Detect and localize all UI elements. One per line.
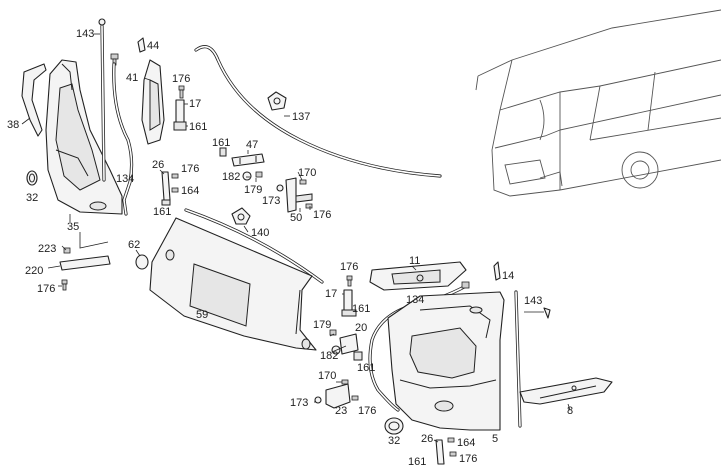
label-47: 47 xyxy=(246,139,258,151)
part-17-bracket-mid xyxy=(341,275,357,317)
label-8: 8 xyxy=(567,405,573,417)
part-17-bracket-top xyxy=(173,85,188,131)
label-176-f: 176 xyxy=(358,405,376,417)
part-44-clip xyxy=(137,37,146,53)
label-161-f: 161 xyxy=(408,456,426,468)
part-14-clip xyxy=(493,261,501,281)
part-32-grommet xyxy=(26,170,38,186)
label-20: 20 xyxy=(355,322,367,334)
label-17-a: 17 xyxy=(189,98,201,110)
label-176-g: 176 xyxy=(459,453,477,465)
label-137: 137 xyxy=(292,111,310,123)
part-26-hinge-right xyxy=(433,437,457,465)
part-140-strip xyxy=(184,207,324,284)
label-179-b: 179 xyxy=(313,319,331,331)
label-32-right: 32 xyxy=(388,435,400,447)
label-173-b: 173 xyxy=(290,397,308,409)
label-164-right: 164 xyxy=(457,437,475,449)
part-143-strip-left xyxy=(94,18,106,182)
part-38-bracket xyxy=(21,63,47,137)
label-140: 140 xyxy=(251,227,269,239)
part-137-roof-strip xyxy=(194,45,442,178)
bus-illustration xyxy=(475,9,721,197)
part-35-corner-housing xyxy=(45,59,123,222)
part-41-bracket xyxy=(141,59,165,145)
label-26-left: 26 xyxy=(152,159,164,171)
part-32-grommet-right xyxy=(384,417,404,435)
label-170-a: 170 xyxy=(298,167,316,179)
label-182-b: 182 xyxy=(320,350,338,362)
label-173-a: 173 xyxy=(262,195,280,207)
label-143-left: 143 xyxy=(76,28,94,40)
label-176-a: 176 xyxy=(172,73,190,85)
part-8-bracket xyxy=(519,377,613,411)
part-143-strip-right xyxy=(514,290,551,428)
label-161-b: 161 xyxy=(153,206,171,218)
label-170-b: 170 xyxy=(318,370,336,382)
label-161-c: 161 xyxy=(212,137,230,149)
label-26-right: 26 xyxy=(421,433,433,445)
label-134-right: 134 xyxy=(406,294,424,306)
part-26-hinge-left xyxy=(159,169,179,206)
label-220: 220 xyxy=(25,265,43,277)
part-23-hinge xyxy=(314,379,359,409)
label-50: 50 xyxy=(290,212,302,224)
part-62-grommet xyxy=(135,249,149,270)
label-17-b: 17 xyxy=(325,288,337,300)
label-59: 59 xyxy=(196,309,208,321)
label-176-e: 176 xyxy=(340,261,358,273)
label-176-c: 176 xyxy=(313,209,331,221)
label-143-right: 143 xyxy=(524,295,542,307)
label-164-left: 164 xyxy=(181,185,199,197)
bolt-top-left xyxy=(110,53,119,66)
label-5: 5 xyxy=(492,433,498,445)
label-179-a: 179 xyxy=(244,184,262,196)
label-41: 41 xyxy=(126,72,138,84)
label-161-d: 161 xyxy=(352,303,370,315)
label-44: 44 xyxy=(147,40,159,52)
label-223: 223 xyxy=(38,243,56,255)
label-38: 38 xyxy=(7,119,19,131)
label-176-b: 176 xyxy=(181,163,199,175)
label-134-left: 134 xyxy=(116,173,134,185)
label-23: 23 xyxy=(335,405,347,417)
part-5-corner-housing xyxy=(387,291,505,431)
label-32-left: 32 xyxy=(26,192,38,204)
label-182-a: 182 xyxy=(222,171,240,183)
part-11-bracket xyxy=(369,261,467,291)
part-134-cable-left xyxy=(112,62,134,216)
label-176-d: 176 xyxy=(37,283,55,295)
label-62: 62 xyxy=(128,239,140,251)
label-14: 14 xyxy=(502,270,514,282)
part-20-bracket xyxy=(329,329,363,361)
label-161-a: 161 xyxy=(189,121,207,133)
part-220-bracket xyxy=(47,232,111,291)
label-35: 35 xyxy=(67,221,79,233)
callout-labels: 143 44 41 176 17 161 137 38 32 134 26 17… xyxy=(7,28,573,468)
part-47-bracket xyxy=(219,147,265,182)
part-59-front-panel xyxy=(149,217,317,351)
part-50-hinge xyxy=(276,171,313,213)
label-161-e: 161 xyxy=(357,362,375,374)
label-11: 11 xyxy=(409,255,420,267)
